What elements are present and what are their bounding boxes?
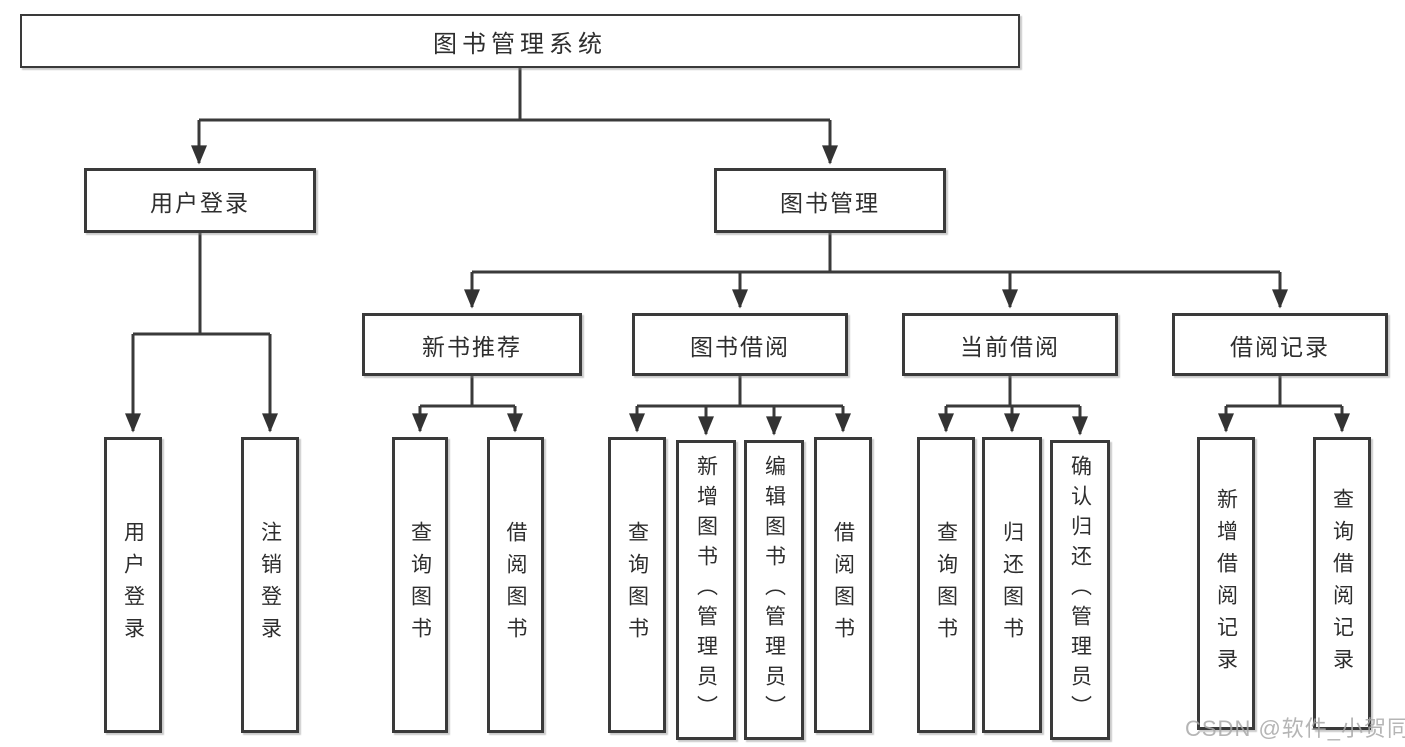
node-label: 图书借阅 (690, 333, 790, 360)
node-rec-borrow-books: 借阅图书 (487, 437, 544, 733)
node-leaf-logout: 注销登录 (241, 437, 299, 733)
node-bor-borrow-books: 借阅图书 (814, 437, 872, 733)
node-new-book-recommend: 新书推荐 (362, 313, 582, 376)
node-records-query-record: 查询借阅记录 (1313, 437, 1371, 730)
node-borrowing-records: 借阅记录 (1172, 313, 1388, 376)
csdn-watermark: CSDN @软件_小贺同学 (1185, 716, 1405, 741)
connector-book-management-bus (472, 233, 1280, 274)
connector-current-bus (946, 376, 1080, 408)
node-label: 查询图书 (408, 521, 432, 649)
node-label: 查询借阅记录 (1330, 487, 1354, 680)
node-records-add-record: 新增借阅记录 (1197, 437, 1255, 730)
node-rec-query-books: 查询图书 (392, 437, 448, 733)
node-book-borrowing: 图书借阅 (632, 313, 848, 376)
node-label: 图书管理 (780, 189, 880, 216)
node-cur-return-books: 归还图书 (982, 437, 1042, 733)
node-cur-confirm-return-admin: 确认归还（管理员） (1050, 440, 1110, 740)
node-bor-query-books: 查询图书 (608, 437, 666, 733)
node-cur-query-books: 查询图书 (917, 437, 975, 733)
node-label: 用户登录 (121, 521, 145, 649)
node-label: 用户登录 (150, 189, 250, 216)
node-user-login: 用户登录 (84, 168, 316, 233)
node-bor-add-books-admin: 新增图书（管理员） (676, 440, 736, 740)
connector-user-login-bus (133, 233, 270, 336)
node-label: 注销登录 (258, 521, 282, 649)
node-label: 查询图书 (934, 521, 958, 649)
node-label: 借阅图书 (831, 521, 855, 649)
node-label: 新增图书（管理员） (694, 455, 718, 725)
node-label: 当前借阅 (960, 333, 1060, 360)
node-label: 归还图书 (1000, 521, 1024, 649)
node-label: 确认归还（管理员） (1068, 455, 1092, 725)
node-label: 新增借阅记录 (1214, 487, 1238, 680)
node-label: 编辑图书（管理员） (762, 455, 786, 725)
node-leaf-user-login: 用户登录 (104, 437, 162, 733)
node-label: 借阅记录 (1230, 333, 1330, 360)
node-label: 查询图书 (625, 521, 649, 649)
node-bor-edit-books-admin: 编辑图书（管理员） (744, 440, 804, 740)
connector-borrowing-bus (637, 376, 843, 408)
node-label: 新书推荐 (422, 333, 522, 360)
node-label: 借阅图书 (504, 521, 527, 649)
node-label: 图书管理系统 (433, 30, 607, 58)
connector-recommend-bus (420, 376, 515, 408)
node-book-management: 图书管理 (714, 168, 946, 233)
node-current-borrowing: 当前借阅 (902, 313, 1118, 376)
connector-records-bus (1226, 376, 1342, 408)
node-root: 图书管理系统 (20, 14, 1020, 68)
connector-root-bus (199, 68, 830, 122)
